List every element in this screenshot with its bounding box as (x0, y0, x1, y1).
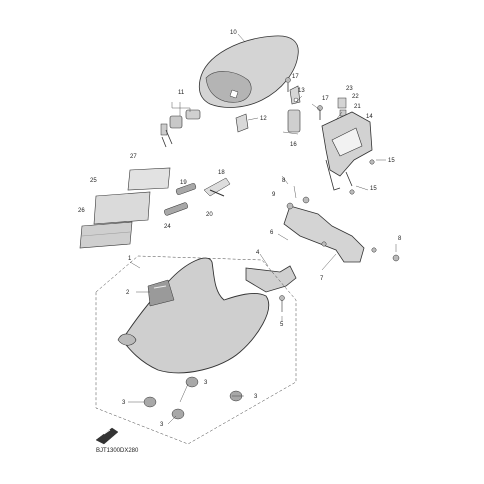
assembly-outline (95, 255, 297, 445)
callout-7: 7 (320, 276, 324, 282)
key-lock-part (160, 102, 201, 148)
seat-lock-part (282, 77, 301, 135)
callout-8: 8 (282, 178, 286, 184)
callout-3: 3 (160, 422, 164, 428)
callout-10: 10 (230, 30, 237, 36)
callout-24: 24 (164, 224, 171, 230)
callout-8: 8 (398, 236, 402, 242)
lower-bracket-part (283, 196, 400, 263)
callout-15: 15 (388, 158, 395, 164)
callout-20: 20 (206, 212, 213, 218)
callout-23: 23 (346, 86, 353, 92)
callout-26: 26 (78, 208, 85, 214)
callout-11: 11 (178, 90, 185, 96)
front-direction-icon (95, 427, 119, 445)
rider-seat-part (117, 257, 270, 374)
callout-6: 6 (270, 230, 274, 236)
seat-frame-bracket-part (321, 111, 375, 195)
callout-2: 2 (126, 290, 130, 296)
callout-21: 21 (354, 104, 361, 110)
seat-cowl-part (198, 33, 299, 108)
callout-5: 5 (280, 322, 284, 328)
callout-labels: 1 2 3 3 3 3 4 5 6 7 8 8 9 10 11 12 13 14… (78, 30, 402, 428)
callout-17: 17 (322, 96, 329, 102)
callout-3: 3 (122, 400, 126, 406)
callout-25: 25 (90, 178, 97, 184)
callout-19: 19 (180, 180, 187, 186)
callout-13: 13 (298, 88, 305, 94)
callout-16: 16 (290, 142, 297, 148)
callout-4: 4 (256, 250, 260, 256)
callout-17: 17 (292, 74, 299, 80)
small-bracket-part (235, 113, 259, 133)
callout-27: 27 (130, 154, 137, 160)
leader-lines (128, 95, 397, 425)
callout-3: 3 (254, 394, 258, 400)
callout-14: 14 (366, 114, 373, 120)
callout-18: 18 (218, 170, 225, 176)
manual-and-tools-part (79, 167, 231, 249)
callout-1: 1 (128, 256, 132, 262)
diagram-part-code: BJT1300DX280 (96, 448, 139, 454)
callout-9: 9 (272, 192, 276, 198)
callout-3: 3 (204, 380, 208, 386)
callout-22: 22 (352, 94, 359, 100)
damper-parts (143, 376, 243, 420)
callout-12: 12 (260, 116, 267, 122)
callout-15: 15 (370, 186, 377, 192)
